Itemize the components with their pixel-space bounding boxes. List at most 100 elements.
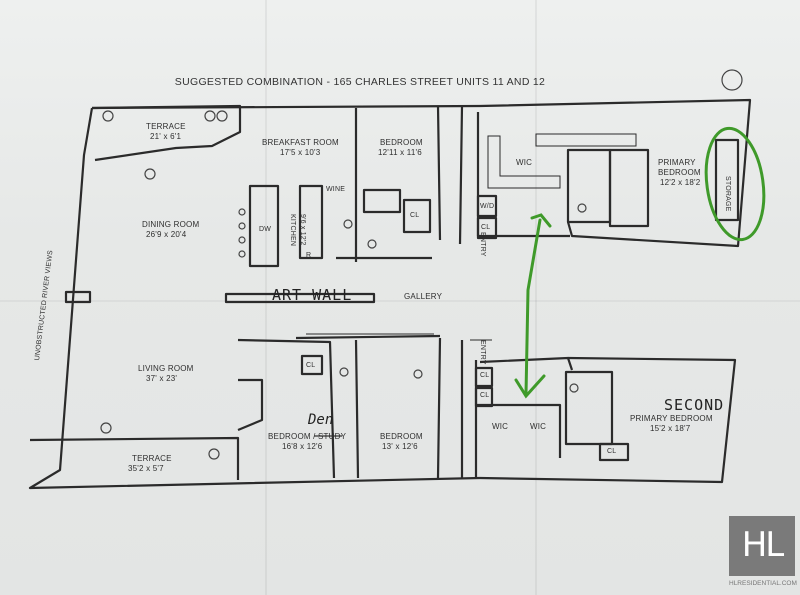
fridge-label: R (306, 252, 312, 259)
sink (413, 369, 423, 379)
bedroom-top-dims: 12'11 x 11'6 (378, 148, 422, 157)
stool (238, 222, 246, 230)
primary-bedroom-dims: 12'2 x 18'2 (660, 178, 701, 187)
wine-label: WINE (326, 186, 346, 193)
green-arrow-line (524, 218, 542, 396)
bedroom-bottom-name: BEDROOM (380, 432, 423, 441)
den-handwritten: Den (308, 412, 334, 428)
wic-shelving (487, 135, 561, 189)
gallery-label: GALLERY (404, 292, 443, 301)
primary2-bath (564, 370, 614, 446)
door-header (306, 333, 492, 341)
washer-dryer-label: W/D (480, 203, 495, 210)
kitchen-dims: 9'6 x 12'2 (299, 214, 306, 246)
outer-wall-bottom-right (479, 356, 737, 484)
cl-closet-top (402, 198, 432, 234)
planter (144, 168, 156, 180)
cl-closet-right-b (474, 386, 494, 408)
outer-wall-left (28, 107, 481, 490)
compass-rose (721, 69, 743, 91)
outer-wall-top (91, 98, 752, 248)
paper-crease (0, 300, 800, 302)
hl-website: HLRESIDENTIAL.COM (729, 580, 797, 587)
stool (238, 236, 246, 244)
bedroom-bottom-wall (237, 334, 441, 479)
planter (204, 110, 216, 122)
closet-label: CL (480, 392, 490, 399)
wic-bottom-2-label: WIC (530, 422, 547, 431)
planter (100, 422, 112, 434)
terrace-top-name: TERRACE (146, 122, 186, 131)
wic-top-label: WIC (516, 158, 533, 167)
bedroom-study-name: BEDROOM / STUDY (268, 432, 346, 442)
closet-label: CL (306, 362, 316, 369)
sink (339, 367, 349, 377)
closet-label: CL (481, 224, 491, 231)
second-handwritten: SECOND (664, 396, 725, 414)
plan-title: SUGGESTED COMBINATION - 165 CHARLES STRE… (174, 76, 546, 88)
unit-bottom-top-wall (479, 356, 574, 371)
column-left (64, 290, 92, 304)
planter (216, 110, 228, 122)
primary-shower (608, 148, 650, 228)
terrace-bottom-dims: 35'2 x 5'7 (128, 464, 164, 473)
entry-label: ENTRY (479, 232, 486, 257)
planter (102, 110, 114, 122)
corridor-wall-bottom (436, 337, 464, 479)
art-wall-bar (224, 292, 376, 304)
sink (367, 239, 377, 249)
living-room-name: LIVING ROOM (138, 364, 194, 373)
primary-bedroom-name: PRIMARY (658, 158, 696, 167)
planter (208, 448, 220, 460)
kitchen-counter (298, 184, 324, 260)
terrace-bottom-wall (29, 436, 240, 480)
cl-closet-primary2 (598, 442, 630, 462)
dining-room-name: DINING ROOM (142, 220, 200, 229)
dining-room-dims: 26'9 x 20'4 (146, 230, 187, 239)
bath-tub-top (362, 188, 402, 214)
hl-logo: HL (729, 516, 795, 576)
entry-label: ENTRY (479, 340, 486, 365)
terrace-top-dims: 21' x 6'1 (150, 132, 182, 141)
corridor-wall-top (436, 105, 464, 245)
closet-label: CL (410, 212, 420, 219)
wic-bottom-1-label: WIC (492, 422, 509, 431)
bedroom-bottom-dims: 13' x 12'6 (382, 442, 418, 451)
toilet (577, 203, 587, 213)
closet-label: CL (607, 448, 617, 455)
bedroom-top-name: BEDROOM (380, 138, 423, 147)
green-circle-annotation (704, 126, 766, 242)
dishwasher-label: DW (259, 226, 272, 233)
stool (238, 250, 246, 258)
wd-closet (476, 194, 498, 218)
storage-closet (714, 138, 740, 222)
primary2-bedroom-dims: 15'2 x 18'7 (650, 424, 691, 433)
kitchen-name: KITCHEN (289, 214, 296, 247)
storage-label: STORAGE (724, 176, 731, 212)
closet-label: CL (480, 372, 490, 379)
green-arrowhead-bottom (514, 374, 546, 399)
breakfast-room-dims: 17'5 x 10'3 (280, 148, 321, 157)
bedroom-top-wall (336, 108, 432, 262)
bedroom-study-name-a: BEDROOM / (268, 432, 319, 441)
terrace-top-wall (91, 104, 242, 162)
living-room-dims: 37' x 23' (146, 374, 178, 383)
paper-crease (265, 0, 267, 595)
cl-closet-right-a (474, 366, 494, 388)
primary-bedroom-line2: BEDROOM (658, 168, 701, 177)
living-pillar-wall (237, 378, 264, 432)
toilet (569, 383, 579, 393)
paper-crease (535, 0, 537, 595)
art-wall-handwritten: ART WALL (272, 286, 353, 304)
stool (238, 208, 246, 216)
primary2-bedroom-name: PRIMARY BEDROOM (630, 414, 713, 423)
green-arrowhead-top (530, 213, 552, 228)
kitchen-island (248, 184, 280, 268)
cl-closet (476, 216, 498, 240)
terrace-bottom-name: TERRACE (132, 454, 172, 463)
sink (343, 219, 353, 229)
bedroom-study-dims: 16'8 x 12'6 (282, 442, 323, 451)
wic-shelf-top (535, 133, 637, 147)
